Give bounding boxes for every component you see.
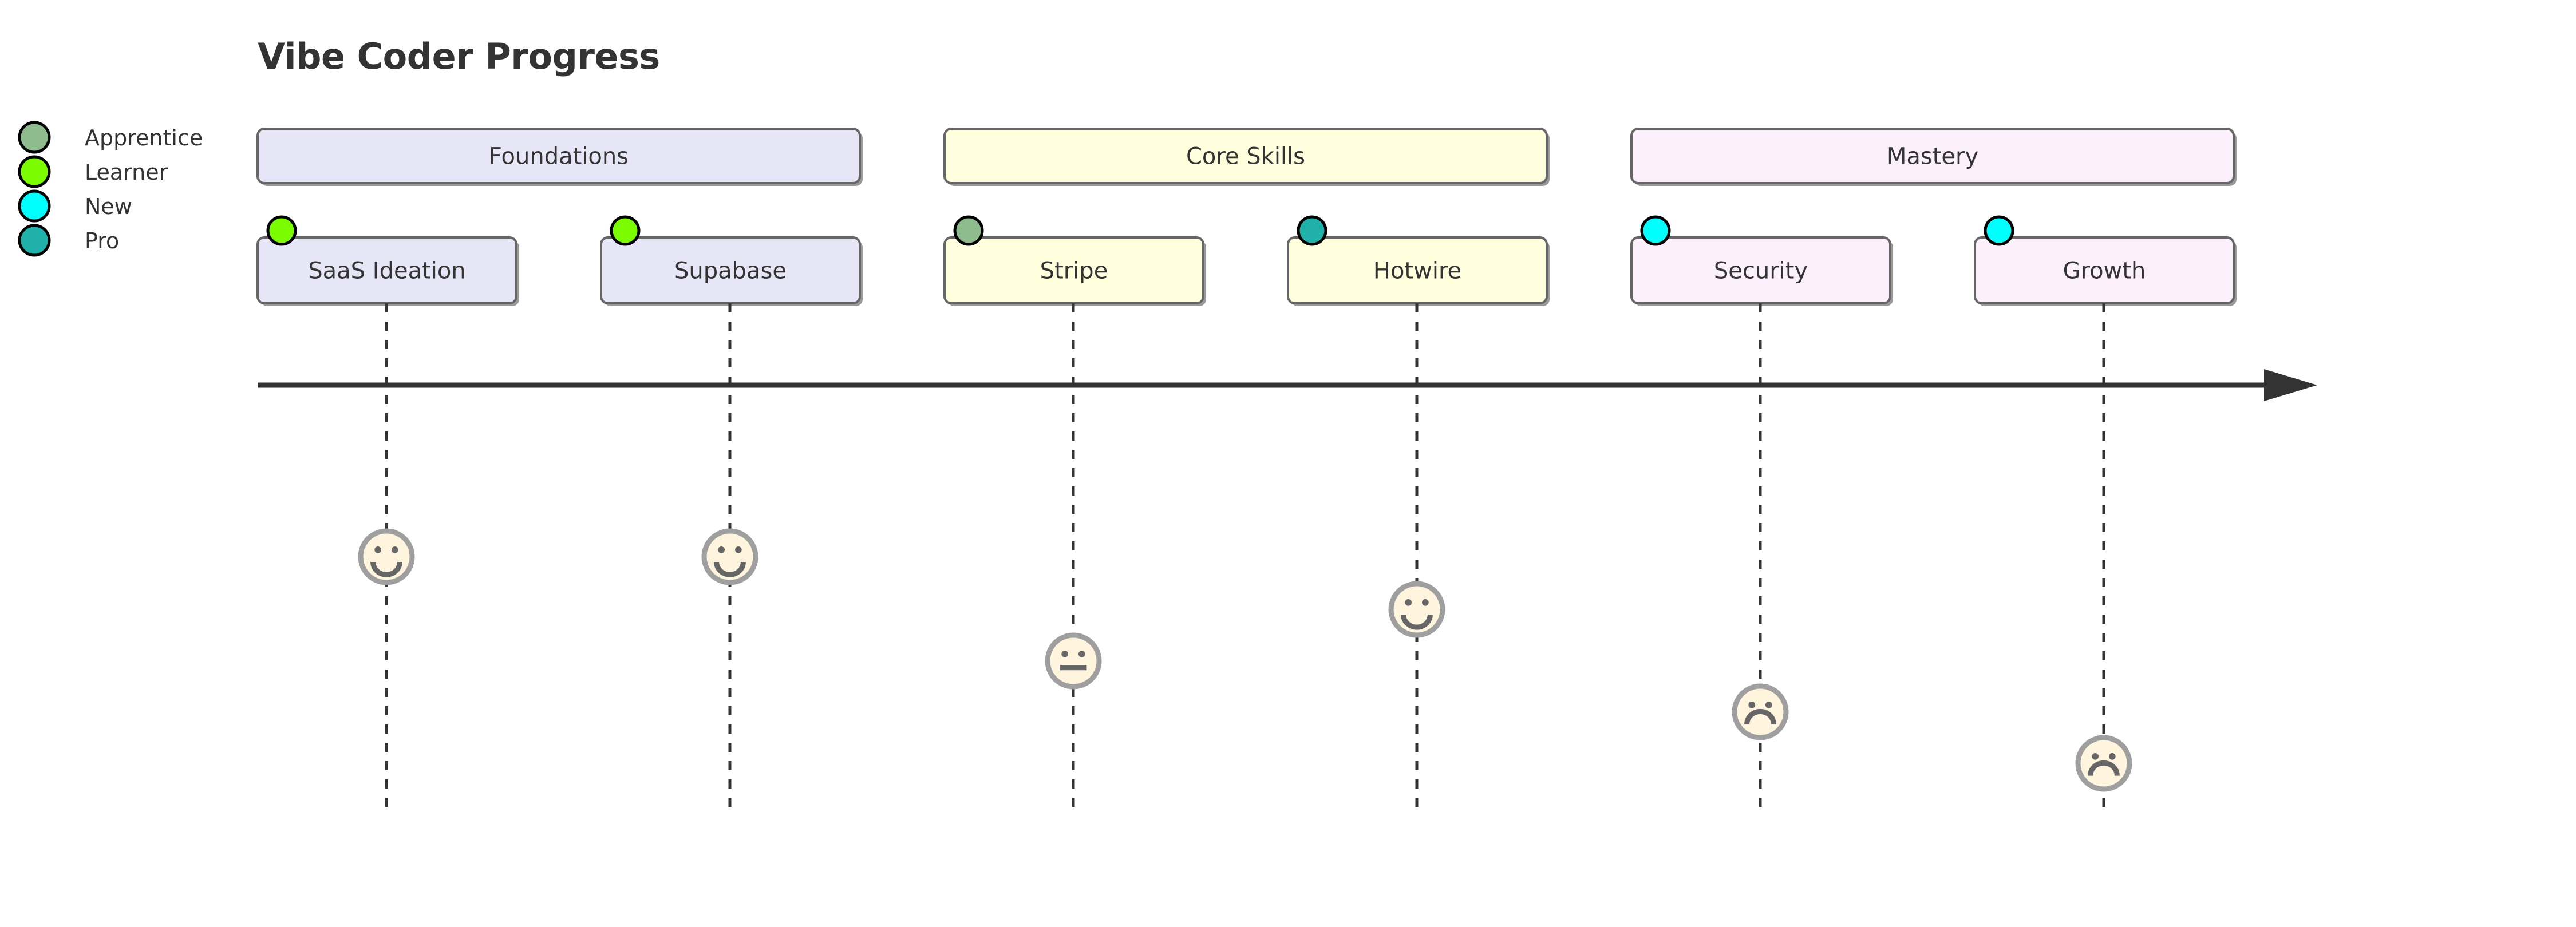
face-eye [735, 546, 742, 553]
face-eye [1061, 651, 1068, 657]
status-marker-security-icon[interactable] [1640, 215, 1671, 246]
mood-face-sad-security-icon [1732, 683, 1789, 740]
event-security-label: Security [1714, 258, 1808, 284]
event-hotwire[interactable]: Hotwire [1287, 236, 1550, 306]
event-growth-label: Growth [2063, 258, 2146, 284]
mood-face-happy-saas-ideation-icon [358, 528, 415, 585]
event-stripe-label: Stripe [1040, 258, 1108, 284]
section-mastery-label: Mastery [1887, 144, 1978, 170]
legend-swatch-learner-icon [18, 155, 51, 188]
legend-label: New [85, 194, 132, 219]
section-core-skills-rect[interactable] [943, 128, 1548, 184]
section-foundations-label: Foundations [489, 144, 629, 170]
face-eye [718, 546, 725, 553]
status-marker-growth-icon[interactable] [1984, 215, 2014, 246]
legend-label: Learner [85, 160, 168, 185]
section-mastery-rect[interactable] [1630, 128, 2235, 184]
legend-item-pro: Pro [18, 224, 119, 257]
face-eye [374, 546, 382, 553]
face-eye [1078, 651, 1085, 657]
legend-item-learner: Learner [18, 155, 168, 188]
face-eye [1765, 702, 1772, 708]
event-saas-ideation-label: SaaS Ideation [308, 258, 465, 284]
face-mouth-happy [370, 561, 402, 577]
legend-swatch-pro-icon [18, 224, 51, 257]
page-title: Vibe Coder Progress [258, 35, 660, 77]
event-stripe[interactable]: Stripe [943, 236, 1206, 306]
face-eye [1422, 599, 1429, 606]
axis-arrowhead-icon [2264, 369, 2317, 401]
section-mastery[interactable]: Mastery [1630, 128, 2237, 186]
face-outline [1045, 632, 1102, 690]
face-mouth-happy [1401, 614, 1433, 630]
face-eye [2109, 753, 2116, 760]
legend-label: Apprentice [85, 125, 203, 150]
mood-face-group [358, 528, 2132, 792]
status-marker-hotwire-icon[interactable] [1297, 215, 1327, 246]
face-eye [392, 546, 398, 553]
section-foundations-rect[interactable] [256, 128, 861, 184]
event-hotwire-label: Hotwire [1373, 258, 1461, 284]
task-connector-group [385, 303, 2105, 815]
mood-face-sad-growth-icon [2075, 735, 2132, 792]
timeline-axis [258, 369, 2317, 401]
mood-face-happy-hotwire-icon [1388, 581, 1445, 638]
status-marker-stripe-icon[interactable] [953, 215, 984, 246]
event-group: SaaS Ideation Supabase Stripe Hotwire Securi… [256, 215, 2237, 306]
legend-swatch-new-icon [18, 189, 51, 223]
event-growth[interactable]: Growth [1974, 236, 2237, 306]
face-eye [2092, 753, 2099, 760]
section-core-skills-label: Core Skills [1186, 144, 1305, 170]
event-supabase[interactable]: Supabase [600, 236, 863, 306]
face-eye [1405, 599, 1412, 606]
legend-item-new: New [18, 189, 132, 223]
section-foundations[interactable]: Foundations [256, 128, 863, 186]
face-eye [1748, 702, 1755, 708]
face-mouth-sad [1744, 708, 1776, 724]
event-saas-ideation[interactable]: SaaS Ideation [256, 236, 519, 306]
mood-face-neutral-stripe-icon [1045, 632, 1102, 690]
face-mouth-happy [714, 561, 746, 577]
legend-item-apprentice: Apprentice [18, 121, 203, 154]
mood-face-happy-supabase-icon [701, 528, 758, 585]
section-core-skills[interactable]: Core Skills [943, 128, 1550, 186]
event-security[interactable]: Security [1630, 236, 1893, 306]
legend-label: Pro [85, 228, 119, 253]
event-supabase-label: Supabase [674, 258, 787, 284]
section-header-group: Foundations Core Skills Mastery [256, 128, 2237, 186]
status-marker-saas-ideation-icon[interactable] [266, 215, 297, 246]
status-marker-supabase-icon[interactable] [610, 215, 641, 246]
face-mouth-sad [2088, 760, 2120, 776]
legend-swatch-apprentice-icon [18, 121, 51, 154]
